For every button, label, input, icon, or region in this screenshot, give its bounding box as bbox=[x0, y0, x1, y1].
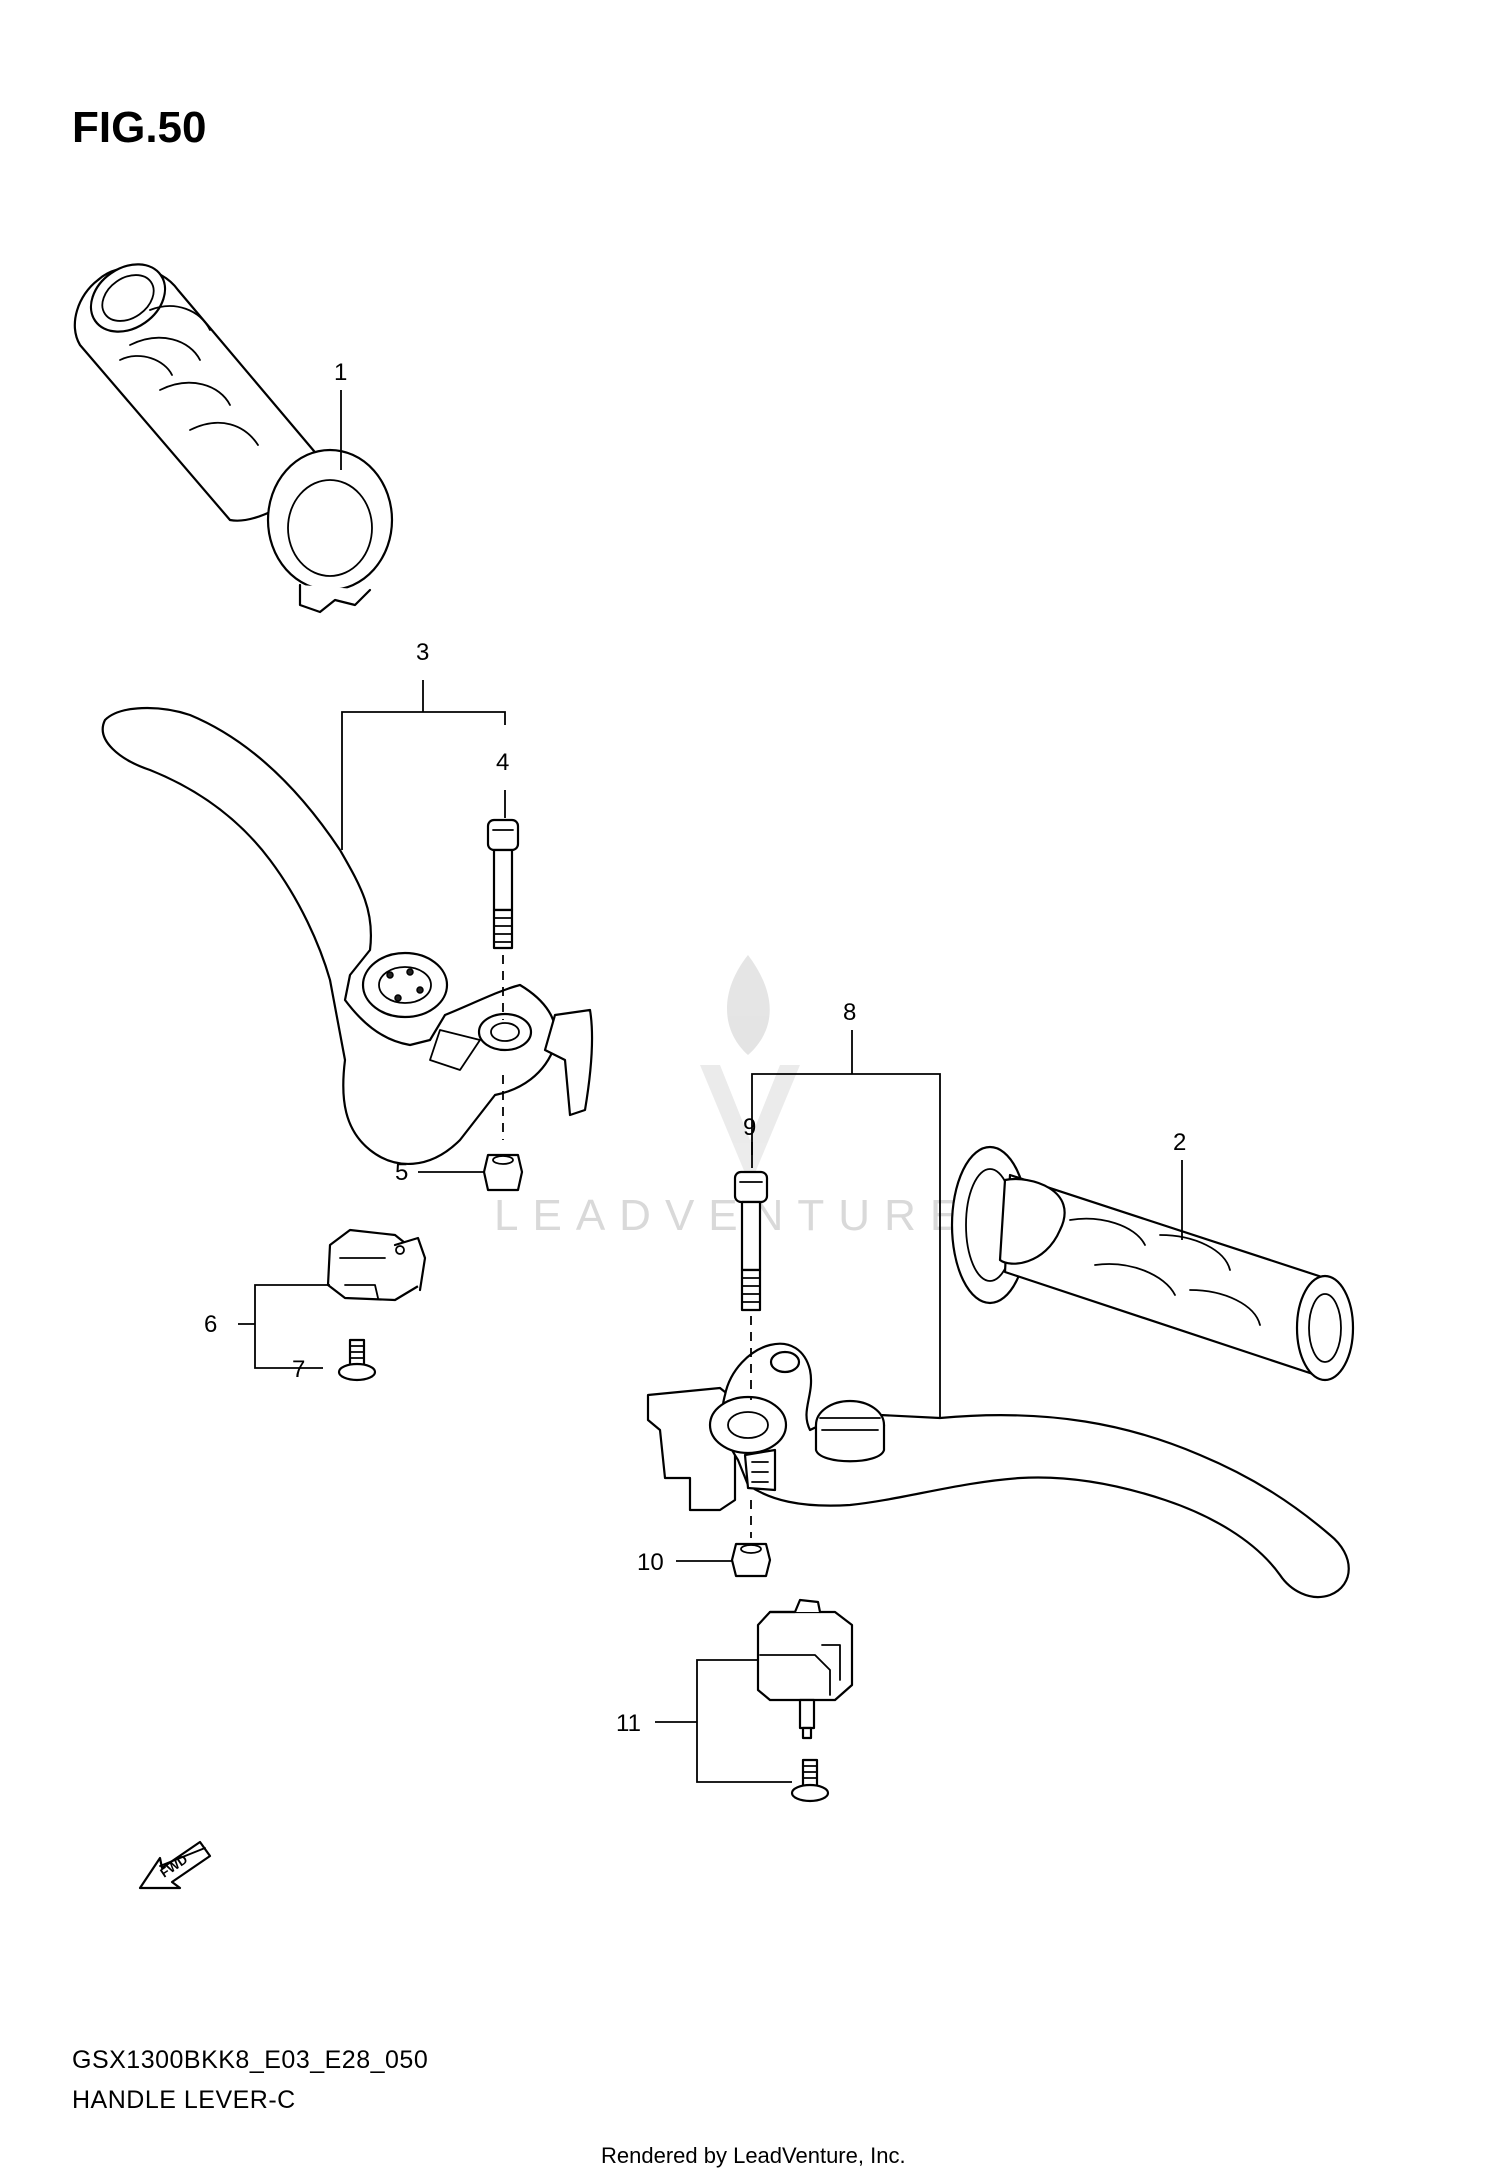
section-name: HANDLE LEVER-C bbox=[72, 2086, 296, 2114]
callout-7: 7 bbox=[292, 1356, 305, 1383]
grip-right-drawing bbox=[950, 1145, 1355, 1382]
brake-lever-drawing bbox=[646, 1342, 1350, 1599]
callout-5: 5 bbox=[395, 1159, 408, 1186]
callout-9: 9 bbox=[743, 1114, 756, 1141]
forward-direction-arrow: FWD bbox=[138, 1840, 212, 1890]
brake-bolt-drawing bbox=[733, 1170, 769, 1312]
brake-switch-screw-drawing bbox=[790, 1758, 830, 1803]
callout-2: 2 bbox=[1173, 1129, 1186, 1156]
leader-lines bbox=[238, 390, 1183, 1783]
callout-8: 8 bbox=[843, 999, 856, 1026]
watermark-text: LEADVENTURE bbox=[494, 1191, 973, 1240]
clutch-lever-drawing bbox=[101, 707, 594, 1166]
model-code: GSX1300BKK8_E03_E28_050 bbox=[72, 2046, 428, 2074]
clutch-switch-screw-drawing bbox=[337, 1338, 377, 1382]
callout-11: 11 bbox=[616, 1710, 641, 1737]
callout-10: 10 bbox=[637, 1549, 664, 1576]
callout-labels: 1 2 3 4 5 6 7 8 9 10 11 bbox=[204, 359, 1186, 1737]
clutch-nut-drawing bbox=[482, 1153, 524, 1192]
callout-6: 6 bbox=[204, 1311, 217, 1338]
render-credit: Rendered by LeadVenture, Inc. bbox=[601, 2143, 906, 2168]
watermark-logo bbox=[700, 955, 800, 1185]
callout-1: 1 bbox=[334, 359, 347, 386]
brake-switch-drawing bbox=[756, 1598, 854, 1740]
clutch-switch-drawing bbox=[326, 1228, 427, 1302]
figure-title: FIG.50 bbox=[72, 103, 207, 152]
grip-left-drawing bbox=[73, 263, 394, 614]
brake-nut-drawing bbox=[730, 1542, 772, 1578]
clutch-bolt-drawing bbox=[486, 818, 520, 950]
callout-4: 4 bbox=[496, 749, 509, 776]
callout-3: 3 bbox=[416, 639, 429, 666]
